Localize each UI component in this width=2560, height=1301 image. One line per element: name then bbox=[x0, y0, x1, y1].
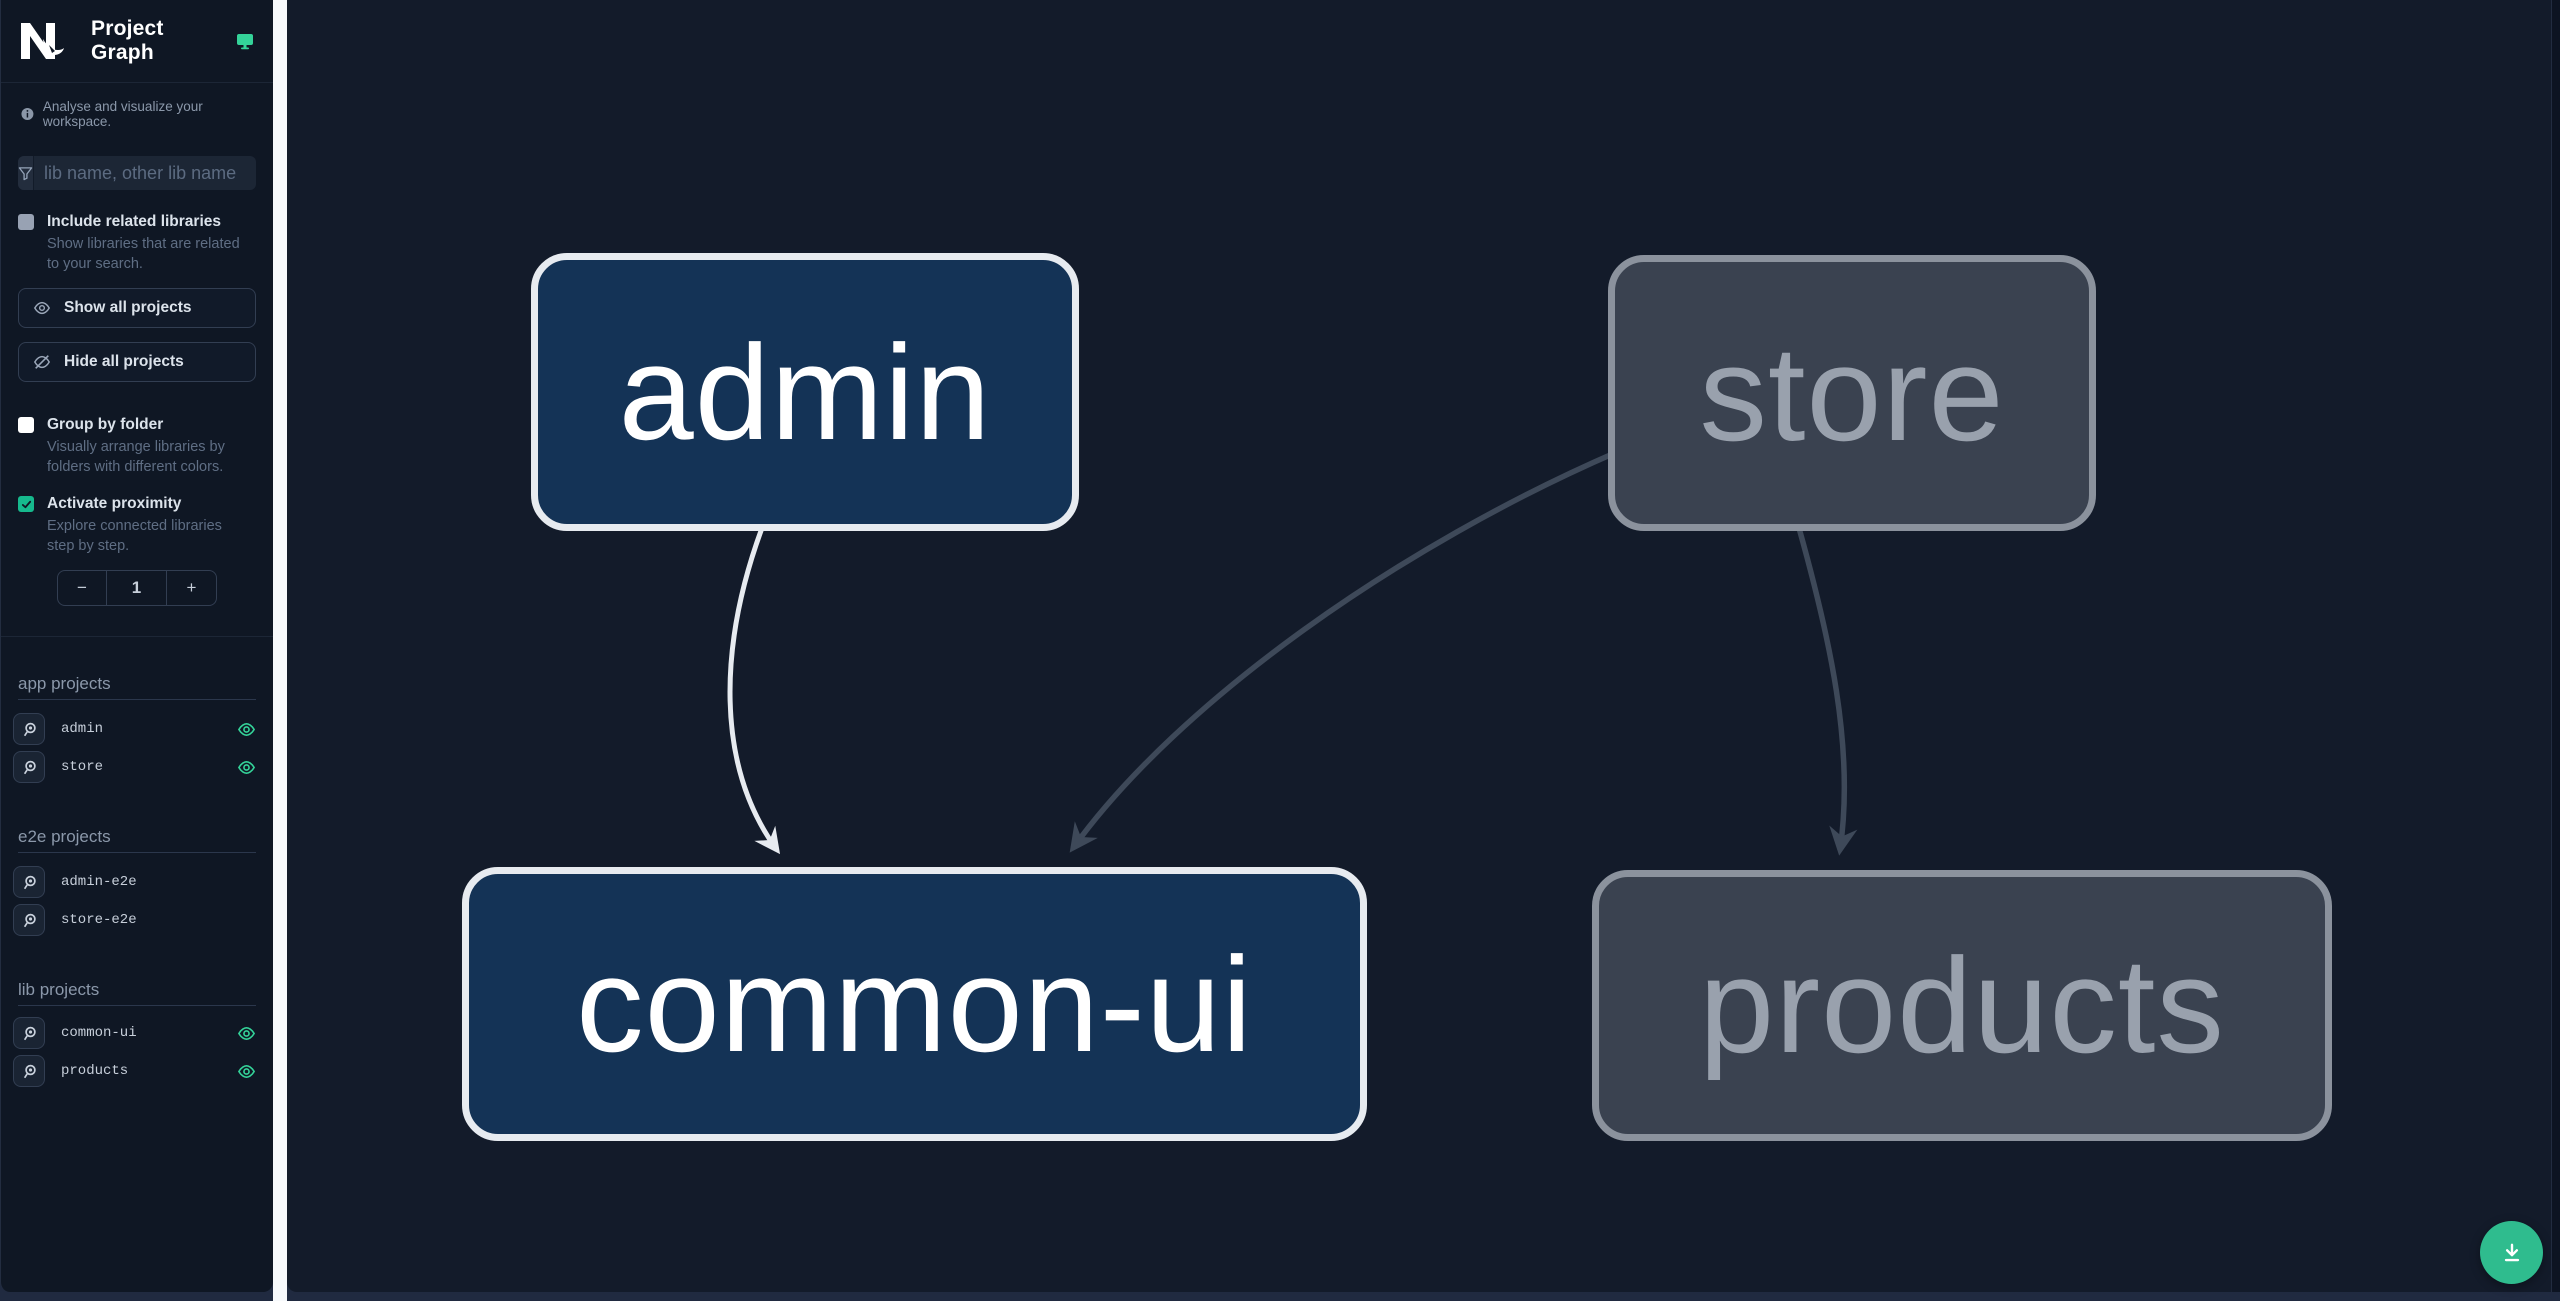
app-header: Project Graph bbox=[1, 0, 273, 83]
activate-proximity-checkbox[interactable] bbox=[18, 496, 34, 512]
section-title: app projects bbox=[18, 673, 256, 700]
app-title: Project Graph bbox=[91, 17, 164, 64]
info-icon bbox=[21, 108, 34, 120]
focus-pin-icon bbox=[23, 913, 36, 927]
project-name: admin-e2e bbox=[61, 874, 137, 890]
section-title: e2e projects bbox=[18, 826, 256, 853]
eye-off-icon bbox=[33, 355, 51, 369]
include-related-checkbox[interactable] bbox=[18, 214, 34, 230]
focus-pin-icon bbox=[23, 722, 36, 736]
section-lib-projects: lib projects common-ui bbox=[1, 979, 273, 1090]
hide-all-projects-label: Hide all projects bbox=[64, 353, 184, 370]
toggle-visibility-eye-icon[interactable] bbox=[237, 758, 256, 777]
eye-icon bbox=[33, 301, 51, 315]
check-icon bbox=[21, 500, 31, 508]
sidebar-divider bbox=[1, 636, 273, 637]
focus-project-button[interactable] bbox=[13, 904, 45, 936]
activate-proximity-description: Explore connected libraries step by step… bbox=[47, 518, 222, 554]
include-related-option: Include related libraries Show libraries… bbox=[18, 212, 256, 274]
project-name: products bbox=[61, 1063, 129, 1079]
workspace-info: Analyse and visualize your workspace. bbox=[21, 99, 256, 129]
focus-project-button[interactable] bbox=[13, 1017, 45, 1049]
edge-store-to-common-ui[interactable] bbox=[1069, 449, 1619, 853]
monitor-icon[interactable] bbox=[235, 31, 255, 51]
search-box bbox=[18, 156, 256, 190]
download-graph-button[interactable] bbox=[2480, 1221, 2543, 1284]
edge-store-to-products[interactable] bbox=[1796, 527, 1858, 856]
project-row-store-e2e: store-e2e bbox=[13, 901, 256, 939]
download-icon bbox=[2504, 1243, 2519, 1261]
section-title: lib projects bbox=[18, 979, 256, 1006]
filter-funnel-icon bbox=[18, 156, 34, 190]
graph-node-store[interactable]: store bbox=[1608, 255, 2096, 531]
proximity-depth-value: 1 bbox=[131, 578, 142, 597]
focus-pin-icon bbox=[23, 1026, 36, 1040]
show-all-projects-label: Show all projects bbox=[64, 299, 192, 316]
proximity-decrement-button[interactable]: − bbox=[58, 571, 107, 605]
workspace-info-text: Analyse and visualize your workspace. bbox=[42, 99, 203, 129]
graph-canvas[interactable]: admin store common-ui products bbox=[287, 0, 2552, 1292]
search-input[interactable] bbox=[34, 156, 256, 190]
include-related-description: Show libraries that are related to your … bbox=[47, 236, 240, 272]
toggle-visibility-eye-icon[interactable] bbox=[237, 1062, 256, 1081]
project-name: store-e2e bbox=[61, 912, 137, 928]
graph-node-common-ui[interactable]: common-ui bbox=[462, 867, 1367, 1141]
show-all-projects-button[interactable]: Show all projects bbox=[18, 288, 256, 328]
group-by-folder-description: Visually arrange libraries by folders wi… bbox=[47, 439, 225, 475]
project-name: common-ui bbox=[61, 1025, 137, 1041]
group-by-folder-option: Group by folder Visually arrange librari… bbox=[18, 415, 256, 477]
nx-logo-icon bbox=[21, 23, 64, 59]
activate-proximity-label: Activate proximity bbox=[47, 495, 182, 512]
project-row-store: store bbox=[13, 748, 256, 786]
group-by-folder-label: Group by folder bbox=[47, 416, 164, 433]
hide-all-projects-button[interactable]: Hide all projects bbox=[18, 342, 256, 382]
proximity-depth-stepper: − 1 + bbox=[57, 570, 217, 606]
focus-pin-icon bbox=[23, 875, 36, 889]
focus-pin-icon bbox=[23, 1064, 36, 1078]
focus-pin-icon bbox=[23, 760, 36, 774]
include-related-label: Include related libraries bbox=[47, 213, 222, 230]
toggle-visibility-eye-icon[interactable] bbox=[237, 1024, 256, 1043]
section-e2e-projects: e2e projects admin-e2e bbox=[1, 826, 273, 939]
project-row-common-ui: common-ui bbox=[13, 1014, 256, 1052]
project-row-admin-e2e: admin-e2e bbox=[13, 863, 256, 901]
focus-project-button[interactable] bbox=[13, 1055, 45, 1087]
project-name: store bbox=[61, 759, 104, 775]
graph-node-admin[interactable]: admin bbox=[531, 253, 1079, 531]
vertical-scrollbar-track[interactable] bbox=[2551, 0, 2560, 1292]
focus-project-button[interactable] bbox=[13, 751, 45, 783]
group-by-folder-checkbox[interactable] bbox=[18, 417, 34, 433]
proximity-increment-button[interactable]: + bbox=[166, 571, 216, 605]
project-row-products: products bbox=[13, 1052, 256, 1090]
graph-edges bbox=[727, 449, 1858, 856]
focus-project-button[interactable] bbox=[13, 713, 45, 745]
edge-admin-to-common-ui[interactable] bbox=[727, 527, 781, 855]
project-name: admin bbox=[61, 721, 104, 737]
project-row-admin: admin bbox=[13, 710, 256, 748]
toggle-visibility-eye-icon[interactable] bbox=[237, 720, 256, 739]
sidebar: Project Graph Analyse and visualize your… bbox=[0, 0, 273, 1292]
activate-proximity-option: Activate proximity Explore connected lib… bbox=[18, 494, 256, 556]
graph-node-products[interactable]: products bbox=[1592, 870, 2332, 1141]
focus-project-button[interactable] bbox=[13, 866, 45, 898]
sidebar-scrollbar[interactable] bbox=[273, 0, 287, 1301]
section-app-projects: app projects admin bbox=[1, 673, 273, 786]
